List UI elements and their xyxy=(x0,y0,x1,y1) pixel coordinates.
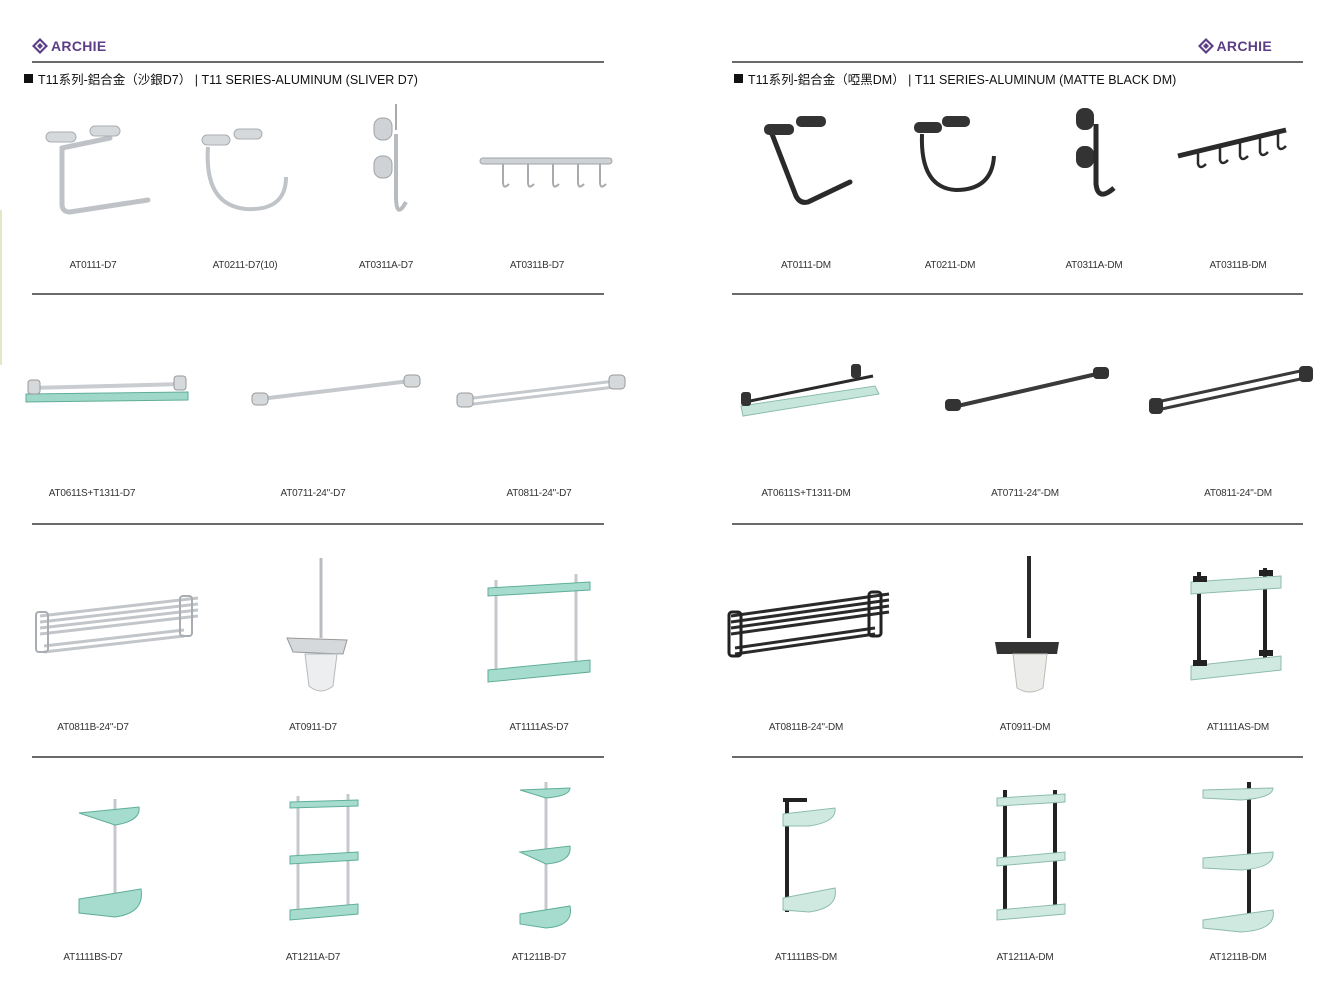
product-code: AT0911-DM xyxy=(999,722,1051,733)
brand-name: ARCHIE xyxy=(51,38,107,54)
glass-shelf-image xyxy=(740,364,880,417)
brand-name: ARCHIE xyxy=(1216,38,1272,54)
product-code: AT1111AS-D7 xyxy=(509,722,569,733)
product-code: AT0811B-24"-DM xyxy=(768,722,844,733)
left-catalog-page: ARCHIE T11系列-鋁合金（沙銀D7） | T11 SERIES-ALUM… xyxy=(0,36,626,963)
product-code: AT0211-DM xyxy=(924,260,976,271)
row-divider xyxy=(732,293,1303,295)
double-towel-bar-image xyxy=(456,374,626,408)
product-code: AT0211-D7(10) xyxy=(212,260,278,271)
corner-shelf-image xyxy=(78,799,142,918)
archie-diamond-icon xyxy=(1197,38,1214,54)
row-divider xyxy=(732,756,1303,758)
product-code: AT1211A-D7 xyxy=(285,952,341,963)
robe-hook-image xyxy=(373,104,408,212)
archie-diamond-icon xyxy=(32,38,48,54)
header-rule xyxy=(32,61,604,63)
bullet-square-icon xyxy=(24,74,33,83)
toilet-brush-image xyxy=(286,558,348,692)
corner-shelf-image xyxy=(782,798,836,913)
product-code: AT0311A-D7 xyxy=(358,260,414,271)
product-code: AT1111BS-D7 xyxy=(63,952,123,963)
toilet-brush-image xyxy=(995,556,1059,693)
triple-corner-shelf-image xyxy=(518,782,571,929)
series-title: T11系列-鋁合金（沙銀D7） | T11 SERIES-ALUMINUM (S… xyxy=(24,69,418,88)
product-code: AT0611S+T1311-D7 xyxy=(48,488,136,499)
paper-holder-image xyxy=(45,125,151,215)
robe-hook-image xyxy=(1076,108,1116,197)
towel-bar-image xyxy=(251,374,421,406)
paper-holder-image xyxy=(764,116,853,205)
product-code: AT1111AS-DM xyxy=(1206,722,1270,733)
product-code: AT0711-24"-DM xyxy=(991,488,1059,499)
hook-rail-image xyxy=(1177,127,1287,169)
product-code: AT0711-24"-D7 xyxy=(280,488,346,499)
towel-bar-image xyxy=(945,367,1109,411)
product-code: AT0911-D7 xyxy=(289,722,337,733)
product-code: AT0111-DM xyxy=(781,260,831,271)
archie-logo: ARCHIE xyxy=(32,36,106,56)
right-catalog-page: ARCHIE T11系列-鋁合金（啞黑DM） | T11 SERIES-ALUM… xyxy=(667,0,1334,1000)
product-code: AT0111-D7 xyxy=(69,260,117,271)
header-rule xyxy=(732,61,1303,63)
product-code: AT0311B-D7 xyxy=(509,260,565,271)
double-glass-shelf-image xyxy=(487,574,591,683)
triple-corner-shelf-image xyxy=(1202,782,1274,933)
row-divider xyxy=(732,523,1303,525)
series-title: T11系列-鋁合金（啞黑DM） | T11 SERIES-ALUMINUM (M… xyxy=(734,69,1176,88)
series-title-text: T11系列-鋁合金（啞黑DM） | T11 SERIES-ALUMINUM (M… xyxy=(748,73,1177,87)
row-divider xyxy=(32,756,604,758)
row-divider xyxy=(32,523,604,525)
towel-ring-image xyxy=(914,116,996,193)
product-code: AT0311B-DM xyxy=(1209,260,1267,271)
row-divider xyxy=(32,293,604,295)
page-edge-marker xyxy=(0,210,2,365)
product-code: AT0811B-24"-D7 xyxy=(57,722,129,733)
product-code: AT0811-24"-DM xyxy=(1204,488,1272,499)
product-code: AT1211B-D7 xyxy=(511,952,567,963)
double-glass-shelf-image xyxy=(1190,568,1282,681)
glass-shelf-image xyxy=(25,375,189,403)
product-code: AT0811-24"-D7 xyxy=(506,488,572,499)
archie-logo: ARCHIE xyxy=(1197,36,1272,56)
series-title-text: T11系列-鋁合金（沙銀D7） | T11 SERIES-ALUMINUM (S… xyxy=(38,73,418,87)
bullet-square-icon xyxy=(734,74,743,83)
product-code: AT0611S+T1311-DM xyxy=(761,488,851,499)
product-code: AT1211B-DM xyxy=(1209,952,1267,963)
towel-rack-image xyxy=(727,590,890,658)
product-code: AT0311A-DM xyxy=(1065,260,1123,271)
hook-rail-image xyxy=(479,157,613,188)
towel-rack-image xyxy=(35,595,199,654)
triple-shelf-image xyxy=(289,794,359,921)
product-code: AT1211A-DM xyxy=(996,952,1054,963)
triple-shelf-image xyxy=(996,790,1066,921)
product-code: AT1111BS-DM xyxy=(774,952,838,963)
double-towel-bar-image xyxy=(1149,366,1313,414)
towel-ring-image xyxy=(201,128,288,212)
